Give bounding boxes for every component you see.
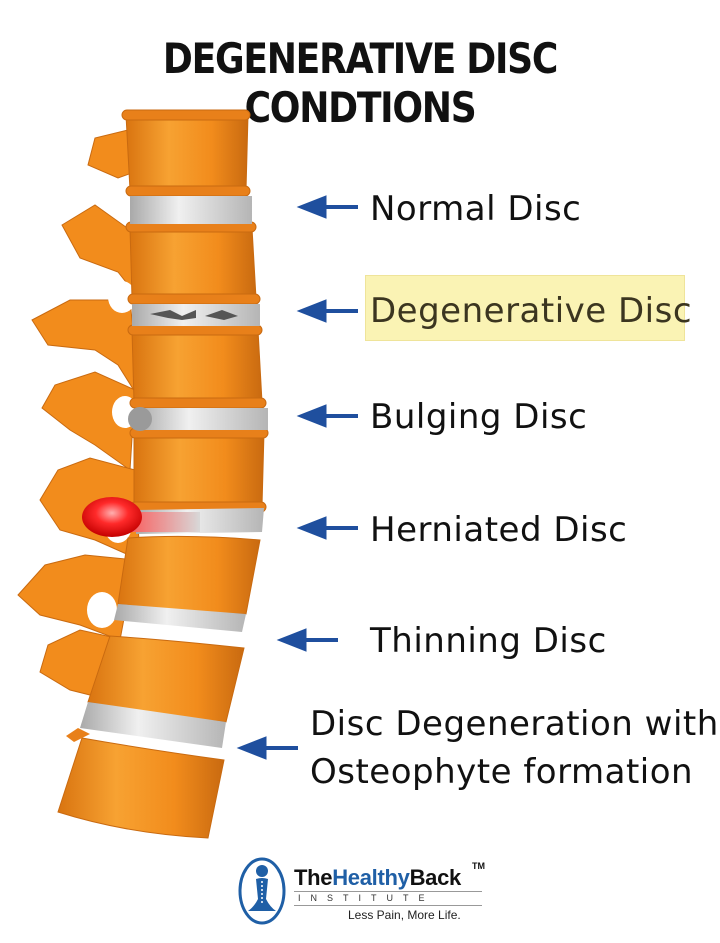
disc-thinning [114,604,246,632]
rim-3a [127,324,263,336]
disc-normal [130,196,252,224]
disc-bulge [128,407,152,431]
vertebra-7 [57,737,225,839]
trademark-mark: TM [472,861,485,871]
disc-osteophyte [80,702,226,748]
label-bulging-disc: Bulging Disc [370,397,588,437]
brand-name: TheHealthyBack [294,865,461,891]
osteophyte-spur [66,728,90,742]
rim-1b [125,185,251,197]
process-4 [41,371,136,471]
vertebra-3 [131,326,263,406]
arrows [236,195,358,760]
brand-prefix: The [294,865,333,890]
disc-degenerative-crack [150,310,238,320]
arrow-osteophyte [236,736,298,760]
label-normal-disc: Normal Disc [370,189,582,229]
arrow-bulging [296,404,358,428]
brand-mid: Healthy [332,865,410,890]
foramen-4 [87,592,117,628]
vertebra-4 [133,428,265,510]
arrow-normal [296,195,358,219]
herniation-blob [82,497,142,537]
healthy-back-logo-icon [238,857,286,925]
disc-bulging [136,408,268,430]
vertebra-5 [117,535,261,615]
label-degenerative-disc: Degenerative Disc [370,291,693,331]
rim-2b [127,293,261,305]
logo-rule-bottom [294,905,482,906]
brand-suffix: Back [409,865,462,890]
label-osteophyte-line1: Disc Degeneration with [310,704,719,744]
brand-logo: TheHealthyBack TM INSTITUTE Less Pain, M… [236,855,496,930]
process-6 [17,554,136,641]
arrow-thinning [276,628,338,652]
tagline: Less Pain, More Life. [348,908,461,922]
label-thinning-disc: Thinning Disc [370,621,607,661]
page-title: DEGENERATIVE DISC CONDTIONS [162,34,558,132]
institute-text: INSTITUTE [298,893,435,903]
discs [66,196,268,748]
degenerative-highlight [365,275,685,341]
arrow-degenerative [296,299,358,323]
logo-rule-top [294,891,482,892]
label-osteophyte-line2: Osteophyte formation [310,752,694,792]
rim-3b [129,397,267,409]
vertebra-1 [125,111,249,194]
foramen-1 [108,281,136,313]
rim-1a [121,109,251,121]
vertebral-bodies [57,111,265,839]
arrow-herniated [296,516,358,540]
label-herniated-disc: Herniated Disc [370,510,628,550]
vertebra-2 [129,224,257,302]
